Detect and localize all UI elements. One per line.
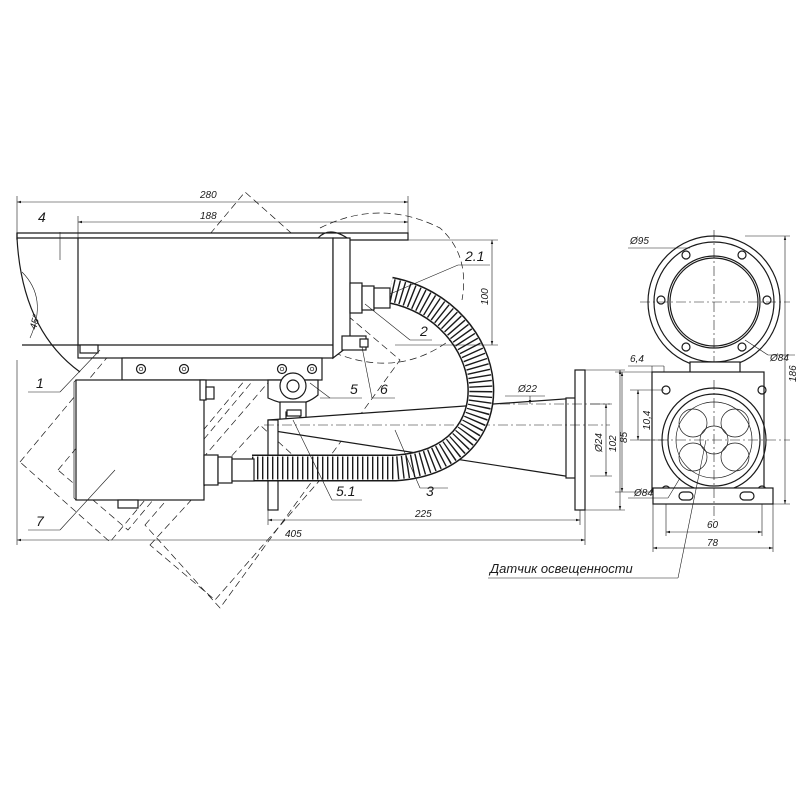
dim-d24: Ø24 bbox=[594, 433, 605, 453]
dim-d95: Ø95 bbox=[629, 236, 649, 247]
part-label-2: 2 bbox=[419, 323, 428, 339]
front-housing-bottom bbox=[640, 371, 790, 520]
part-label-3: 3 bbox=[426, 483, 434, 499]
cable-glands bbox=[203, 282, 391, 486]
dim-60: 60 bbox=[707, 520, 719, 531]
part-label-5: 5 bbox=[350, 381, 358, 397]
dim-d22: Ø22 bbox=[517, 384, 537, 395]
part-label-4: 4 bbox=[38, 209, 46, 225]
rear-junction-box bbox=[73, 379, 215, 509]
labels: 280 188 100 45° Ø22 Ø24 102 225 405 Ø95 … bbox=[28, 190, 799, 576]
dim-45-deg: 45° bbox=[28, 313, 43, 330]
dim-10-4: 10,4 bbox=[642, 410, 653, 430]
camera-housing-body bbox=[22, 237, 351, 381]
dim-d84-top: Ø84 bbox=[769, 353, 789, 364]
light-sensor-side bbox=[286, 409, 302, 417]
part-label-1: 1 bbox=[36, 375, 44, 391]
part-label-2-1: 2.1 bbox=[464, 248, 484, 264]
dim-85: 85 bbox=[619, 431, 630, 443]
dim-405: 405 bbox=[285, 529, 302, 540]
side-view bbox=[16, 191, 610, 609]
front-view bbox=[640, 230, 790, 520]
dim-100: 100 bbox=[480, 288, 491, 305]
part-label-6: 6 bbox=[380, 381, 388, 397]
front-housing-top bbox=[640, 230, 790, 377]
part-leaders bbox=[28, 232, 707, 579]
dimension-lines bbox=[16, 196, 795, 552]
dim-280: 280 bbox=[199, 190, 217, 201]
dim-225: 225 bbox=[414, 509, 432, 520]
dim-d84-bottom: Ø84 bbox=[633, 488, 653, 499]
flexible-conduit bbox=[252, 276, 495, 482]
dim-6-4: 6,4 bbox=[630, 354, 644, 365]
light-sensor-caption: Датчик освещенности bbox=[488, 561, 633, 576]
part-label-7: 7 bbox=[36, 513, 45, 529]
dim-102: 102 bbox=[608, 435, 619, 452]
dim-188: 188 bbox=[200, 211, 217, 222]
dim-78: 78 bbox=[707, 538, 719, 549]
part-label-5-1: 5.1 bbox=[336, 483, 355, 499]
dim-186: 186 bbox=[788, 365, 799, 382]
